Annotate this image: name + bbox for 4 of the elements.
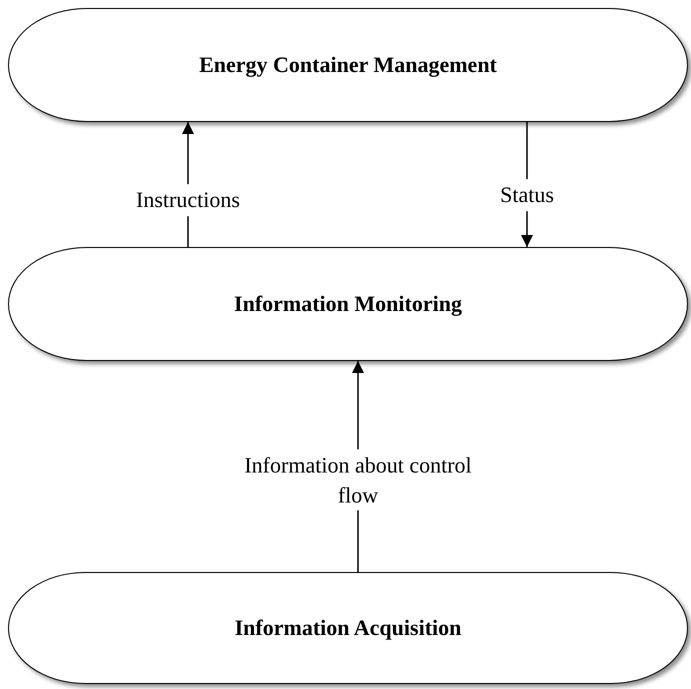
process-terminal: [8, 572, 688, 684]
node-label: Energy Container Management: [199, 52, 497, 78]
node-label: Information Acquisition: [234, 615, 462, 641]
node-label: Information Monitoring: [234, 291, 462, 317]
